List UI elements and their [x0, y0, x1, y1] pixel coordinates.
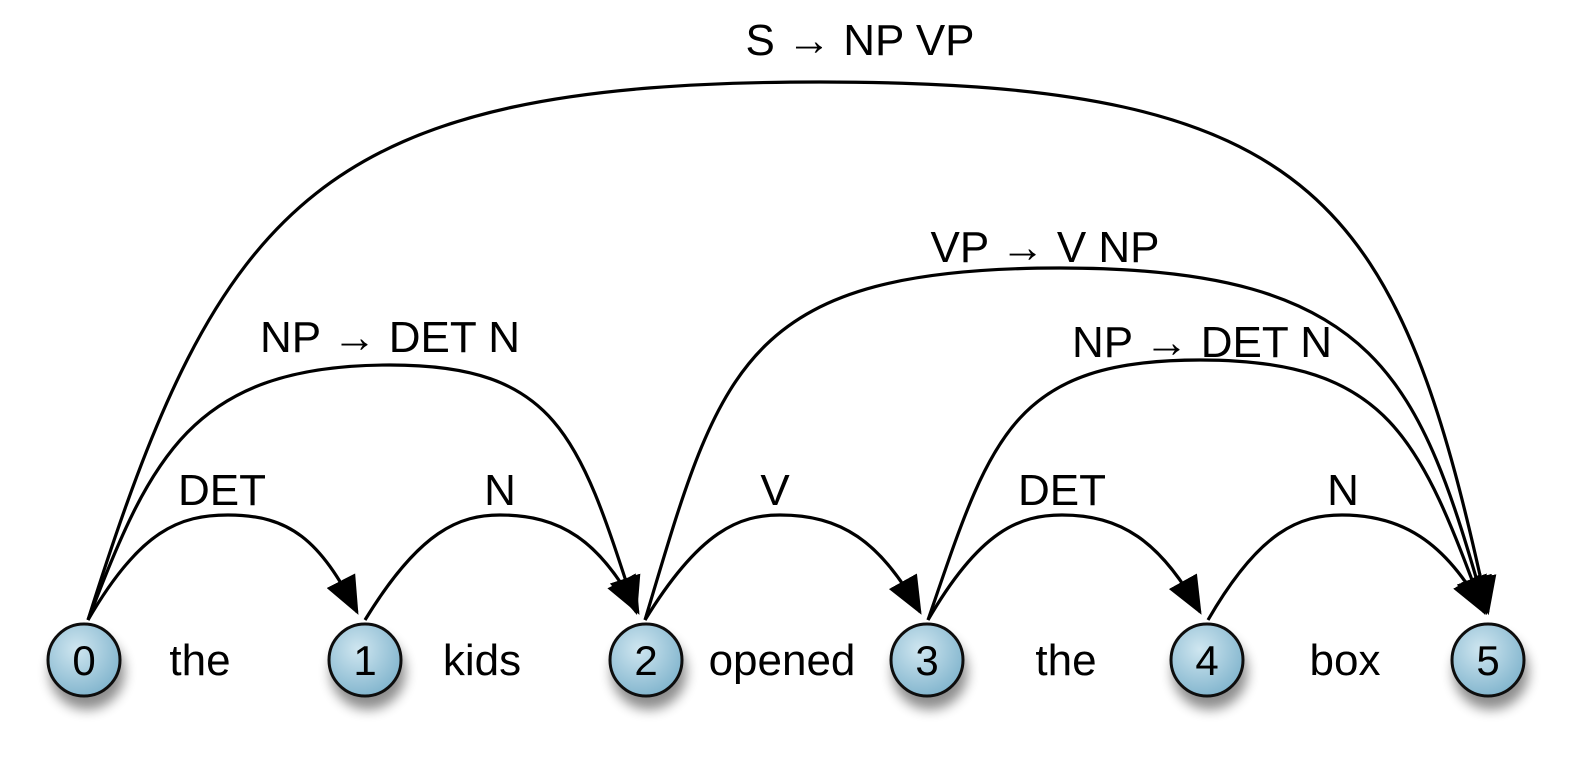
edge-label-det-0-1: DET: [178, 466, 266, 515]
edge-vp-2-5: [643, 266, 1492, 621]
edge-label-np-3-5: NP → DET N: [1072, 318, 1332, 367]
edge-np-0-2: [86, 363, 641, 621]
edge-label-n-1-2: N: [484, 466, 516, 515]
word-box: box: [1310, 636, 1381, 685]
node-label-0: 0: [72, 637, 95, 684]
word-kids: kids: [443, 636, 521, 685]
word-the-2: the: [1035, 636, 1096, 685]
node-label-4: 4: [1195, 637, 1218, 684]
node-label-2: 2: [634, 637, 657, 684]
sentence-words: the kids opened the box: [169, 636, 1380, 685]
edge-label-det-3-4: DET: [1018, 466, 1106, 515]
edge-label-s-0-5: S → NP VP: [745, 16, 974, 65]
node-1: 1: [327, 622, 403, 698]
node-0: 0: [46, 622, 122, 698]
word-the-1: the: [169, 636, 230, 685]
edge-det-0-1: [86, 513, 359, 621]
edges: [86, 80, 1497, 621]
node-label-3: 3: [915, 637, 938, 684]
node-label-1: 1: [353, 637, 376, 684]
edge-n-4-5: [1206, 513, 1486, 621]
node-4: 4: [1169, 622, 1245, 698]
edge-label-v-2-3: V: [760, 466, 790, 515]
node-2: 2: [608, 622, 684, 698]
node-circle-2: [608, 622, 684, 698]
node-circle-4: [1169, 622, 1245, 698]
edge-label-vp-2-5: VP → V NP: [930, 223, 1159, 272]
edge-np-3-5: [926, 358, 1487, 621]
nodes: 0 1 2 3 4 5: [46, 622, 1526, 698]
edge-v-2-3: [643, 513, 922, 621]
edge-det-3-4: [926, 513, 1202, 621]
edge-n-1-2: [363, 513, 640, 621]
node-label-5: 5: [1476, 637, 1499, 684]
node-circle-5: [1450, 622, 1526, 698]
node-circle-0: [46, 622, 122, 698]
edge-label-n-4-5: N: [1327, 466, 1359, 515]
edge-labels: DET N V DET N NP → DET N NP → DET N VP →…: [178, 16, 1359, 515]
edge-s-0-5: [86, 80, 1497, 621]
node-circle-1: [327, 622, 403, 698]
node-circle-3: [889, 622, 965, 698]
word-opened: opened: [709, 636, 856, 685]
edge-label-np-0-2: NP → DET N: [260, 313, 520, 362]
node-5: 5: [1450, 622, 1526, 698]
node-3: 3: [889, 622, 965, 698]
